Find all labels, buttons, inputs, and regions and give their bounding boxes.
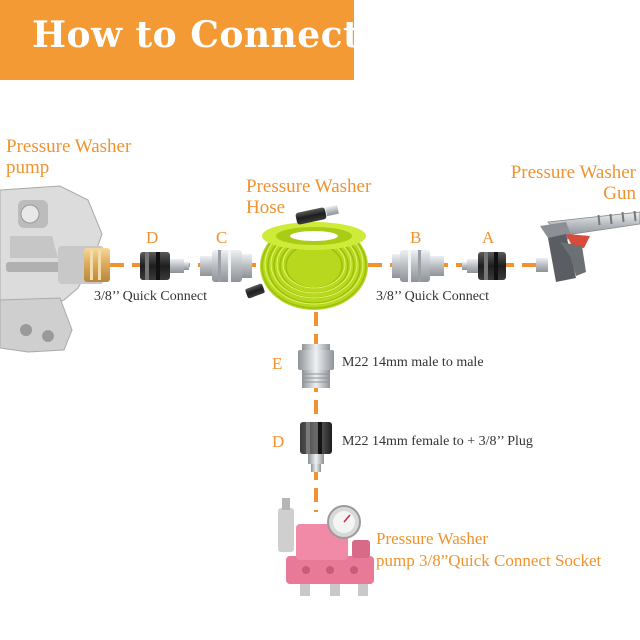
letter-d-lower: D [272, 432, 285, 451]
pump-left-label: Pressure Washer pump [6, 136, 131, 178]
spray-gun-icon [536, 210, 640, 282]
hose-coil-icon [245, 204, 368, 310]
pump-left-label-line: Pressure Washer pump [6, 136, 132, 178]
fitting-d-left [140, 252, 189, 280]
quick-connect-right-label: 3/8’’ Quick Connect [376, 289, 490, 304]
letter-b-right: B [410, 228, 422, 247]
letter-c-left: C [216, 228, 228, 247]
adapter-d-lower [300, 422, 332, 472]
fitting-c-left [200, 250, 252, 282]
quick-connect-left-label: 3/8’’ Quick Connect [94, 289, 208, 304]
gun-label: Pressure Washer Gun [511, 162, 636, 204]
title-banner: How to Connect [0, 0, 360, 80]
letter-d-left: D [146, 228, 159, 247]
m22-male-label: M22 14mm male to male [342, 355, 484, 370]
m22-female-label: M22 14mm female to + 3/8’’ Plug [342, 434, 533, 449]
letter-e: E [272, 354, 283, 373]
adapter-e [298, 344, 334, 388]
pump-bottom-label-1: Pressure Washer [376, 529, 489, 548]
fitting-a-right [462, 252, 506, 280]
pump-bottom-label-2: pump 3/8”Quick Connect Socket [376, 551, 602, 570]
page-title: How to Connect [32, 14, 361, 56]
pressure-washer-pump-icon [0, 185, 110, 353]
triplex-pump-icon [278, 498, 374, 596]
gun-label-line: Pressure Washer Gun [510, 162, 636, 204]
hose-label: Pressure Washer Hose [246, 176, 371, 218]
fitting-b-right [392, 250, 444, 282]
hose-label-line: Pressure Washer Hose [246, 176, 372, 218]
letter-a-right: A [482, 228, 495, 247]
